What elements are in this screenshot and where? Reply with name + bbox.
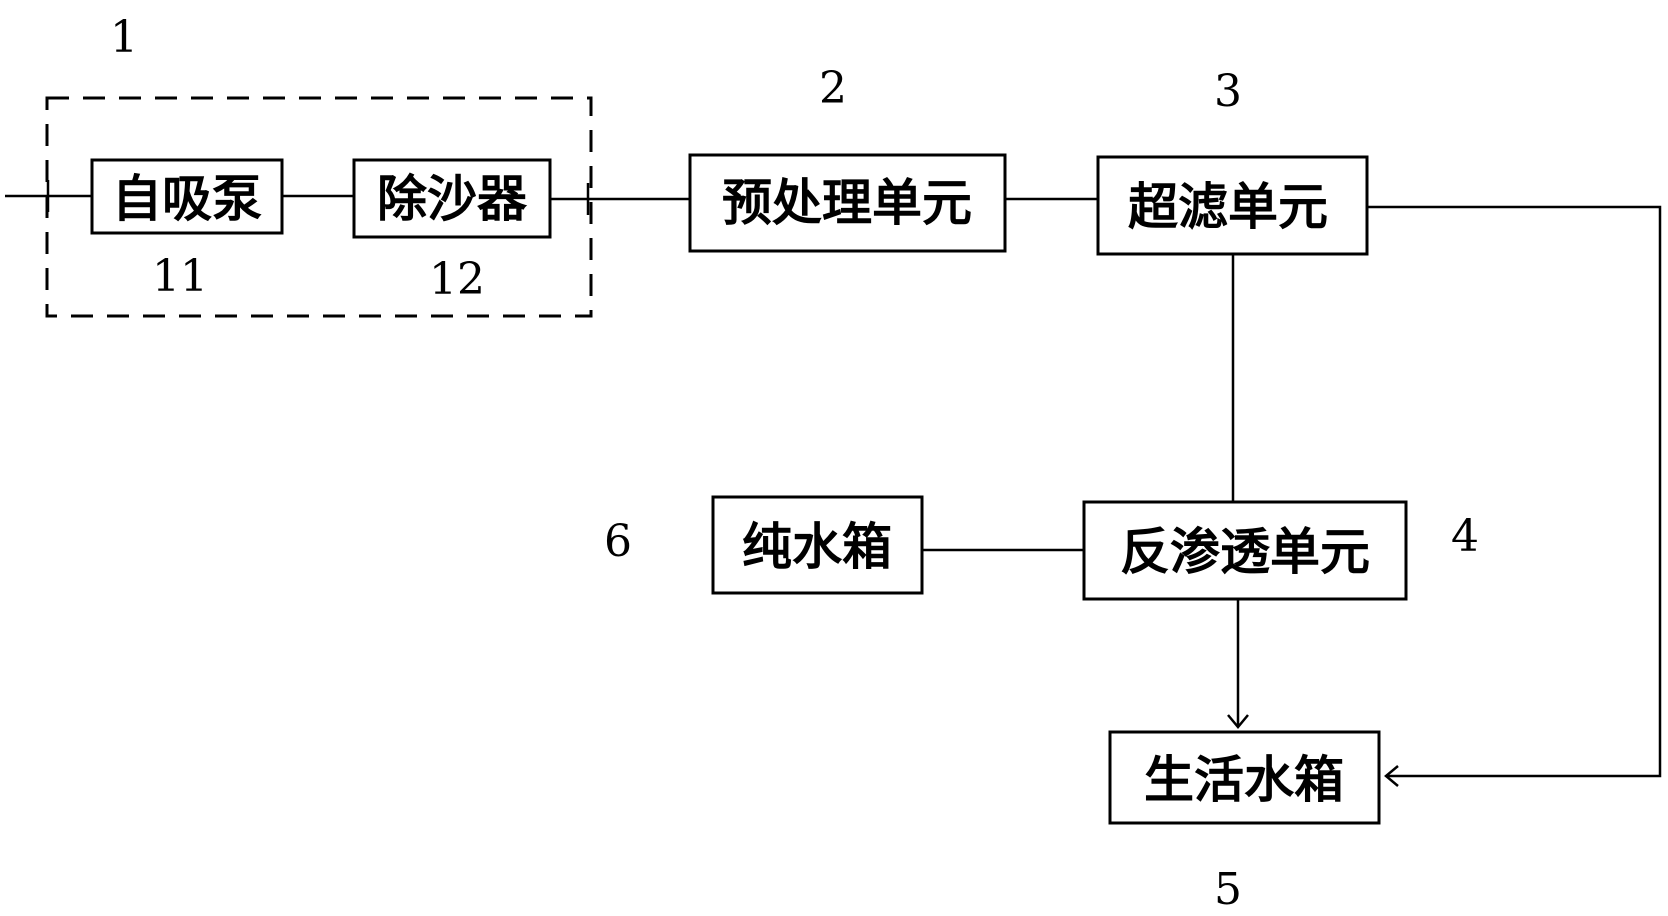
domestic-tank-label: 生活水箱: [1144, 751, 1344, 809]
domestic-tank-box: [1108, 730, 1381, 825]
self-priming-pump-node: 自吸泵: [90, 158, 284, 235]
arrow-head-down-path: [1227, 714, 1249, 729]
ultrafiltration-number: 3: [1214, 66, 1242, 117]
desander-number: 12: [429, 254, 485, 305]
self-priming-pump-label: 自吸泵: [112, 170, 262, 228]
pure-tank-number: 6: [604, 516, 632, 567]
desander-label: 除沙器: [377, 170, 528, 228]
self-priming-pump-box: [90, 158, 284, 235]
reverse-osmosis-number: 4: [1451, 511, 1479, 562]
pretreatment-label: 预处理单元: [722, 174, 972, 232]
arrow-head-right-path: [1384, 765, 1399, 787]
domestic-tank-number: 5: [1214, 864, 1242, 915]
ultrafiltration-node: 超滤单元: [1096, 155, 1369, 256]
pretreatment-node: 预处理单元: [688, 153, 1007, 253]
desander-box: [352, 158, 552, 239]
pure-tank-node: 纯水箱: [711, 495, 924, 595]
pretreatment-number: 2: [819, 63, 847, 114]
domestic-tank-node: 生活水箱: [1108, 730, 1381, 825]
reverse-osmosis-box: [1082, 500, 1408, 601]
pretreatment-box: [688, 153, 1007, 253]
reverse-osmosis-node: 反渗透单元: [1082, 500, 1408, 601]
desander-node: 除沙器: [352, 158, 552, 239]
pure-tank-label: 纯水箱: [742, 518, 892, 576]
pure-tank-box: [711, 495, 924, 595]
ultrafiltration-box: [1096, 155, 1369, 256]
ultrafiltration-label: 超滤单元: [1128, 178, 1328, 236]
reverse-osmosis-label: 反渗透单元: [1120, 523, 1370, 581]
ultrafiltration-to-domestic-tank-line: [1367, 205, 1662, 778]
intake-group-number: 1: [110, 12, 138, 63]
intake-group-frame: [45, 96, 593, 318]
self-priming-pump-number: 11: [152, 251, 208, 302]
